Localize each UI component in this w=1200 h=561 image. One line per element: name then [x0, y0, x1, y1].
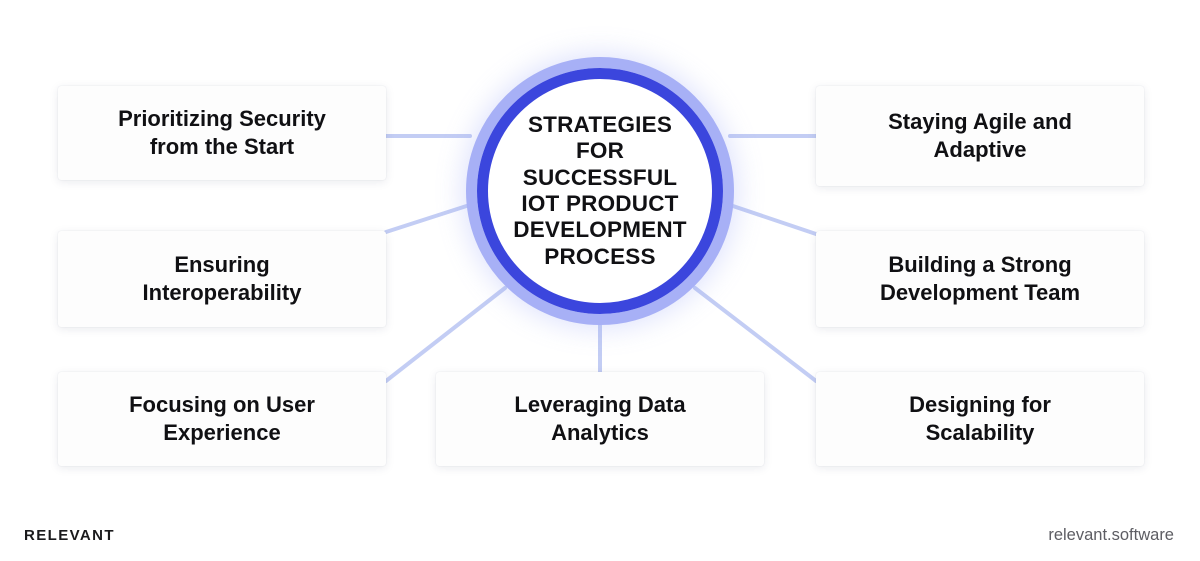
brand-logo: RELEVANT — [24, 527, 115, 544]
node-staying-agile-and-adaptive[interactable]: Staying Agile and Adaptive — [816, 86, 1144, 186]
node-designing-for-scalability[interactable]: Designing for Scalability — [816, 372, 1144, 466]
node-label: Staying Agile and Adaptive — [888, 108, 1072, 162]
node-label: Ensuring Interoperability — [142, 251, 302, 305]
node-label: Leveraging Data Analytics — [514, 391, 686, 445]
node-label: Building a Strong Development Team — [879, 251, 1081, 305]
central-hub-title: STRATEGIES FOR SUCCESSFUL IOT PRODUCT DE… — [513, 112, 687, 269]
central-hub: STRATEGIES FOR SUCCESSFUL IOT PRODUCT DE… — [466, 57, 734, 325]
node-ensuring-interoperability[interactable]: Ensuring Interoperability — [58, 231, 386, 327]
connector-left-3 — [384, 286, 507, 383]
node-building-a-strong-development-team[interactable]: Building a Strong Development Team — [816, 231, 1144, 327]
connector-right-3 — [693, 286, 818, 383]
node-focusing-on-user-experience[interactable]: Focusing on User Experience — [58, 372, 386, 466]
node-label: Designing for Scalability — [909, 391, 1051, 445]
node-label: Focusing on User Experience — [129, 391, 315, 445]
node-leveraging-data-analytics[interactable]: Leveraging Data Analytics — [436, 372, 764, 466]
node-prioritizing-security[interactable]: Prioritizing Security from the Start — [58, 86, 386, 180]
central-hub-ring: STRATEGIES FOR SUCCESSFUL IOT PRODUCT DE… — [477, 68, 723, 314]
node-label: Prioritizing Security from the Start — [118, 105, 326, 159]
website-url: relevant.software — [1048, 526, 1174, 544]
